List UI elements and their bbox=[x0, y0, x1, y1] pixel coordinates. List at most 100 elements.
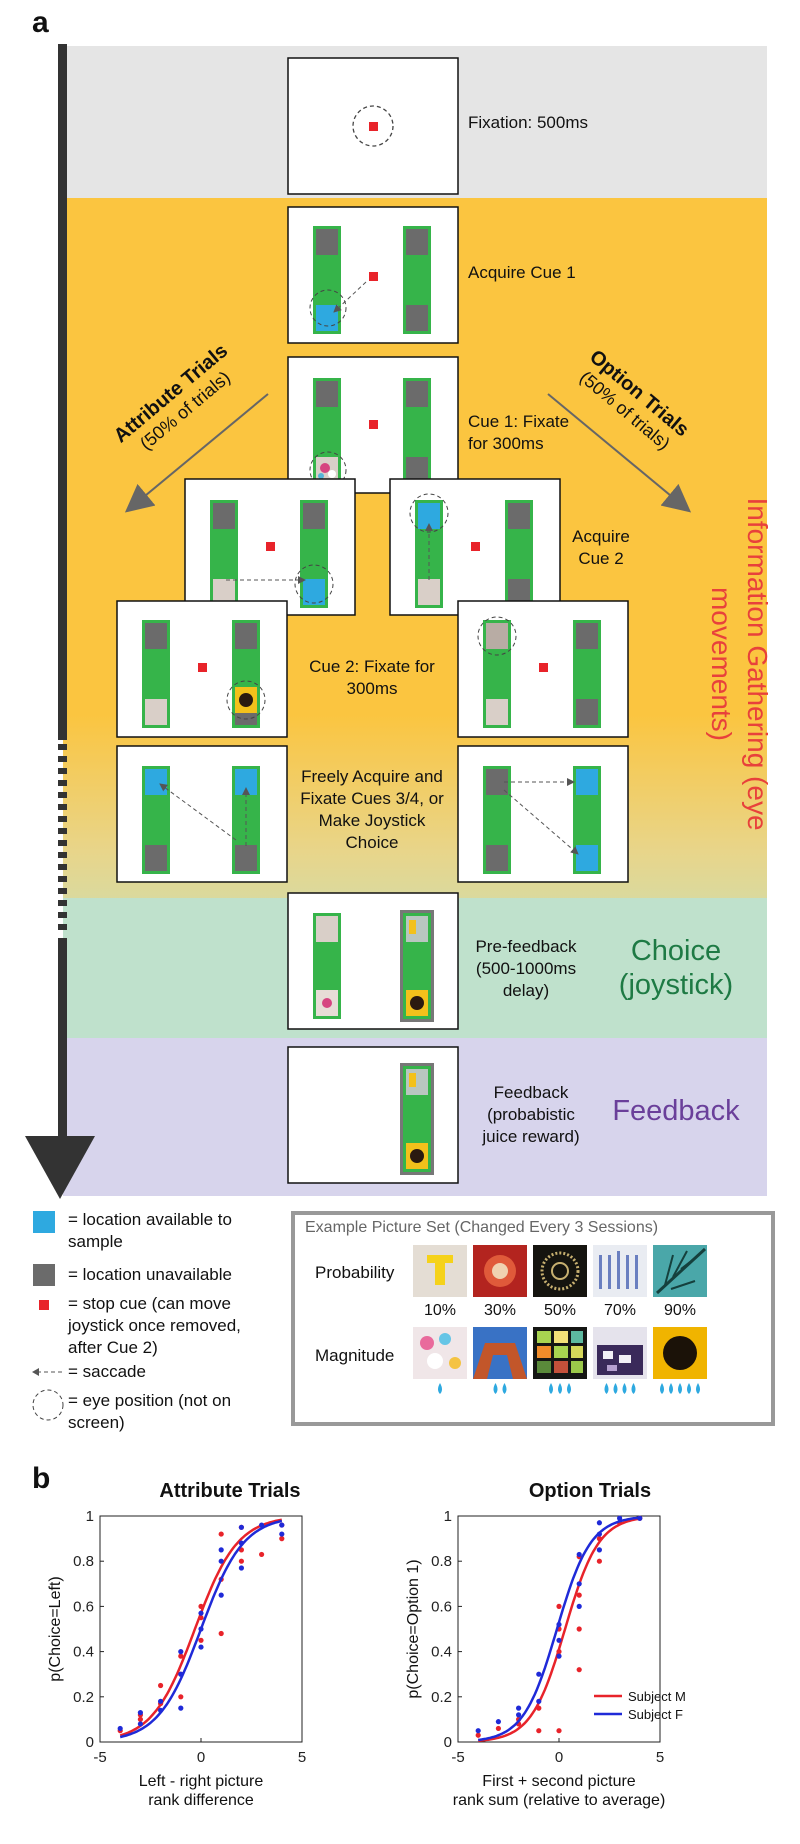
data-point bbox=[516, 1705, 522, 1711]
cue2-label: Cue 2: Fixate for 300ms bbox=[309, 657, 435, 698]
data-point bbox=[475, 1728, 481, 1734]
legend: = location available to sample = locatio… bbox=[30, 1207, 285, 1447]
drop-icon bbox=[613, 1383, 618, 1394]
data-point bbox=[576, 1626, 582, 1632]
data-point bbox=[178, 1705, 184, 1711]
y-tick-label: 0.6 bbox=[431, 1598, 452, 1615]
attr-free-screen bbox=[116, 745, 288, 883]
prob-50: 50% bbox=[543, 1302, 577, 1319]
y-tick-label: 0 bbox=[444, 1734, 452, 1751]
data-point bbox=[596, 1536, 602, 1542]
data-point bbox=[218, 1592, 224, 1598]
data-point bbox=[596, 1520, 602, 1526]
choice-phase-label: Choice (joystick) bbox=[618, 935, 734, 1001]
data-point bbox=[279, 1536, 285, 1542]
probability-label: Probability bbox=[315, 1263, 395, 1282]
y-tick-label: 1 bbox=[86, 1508, 94, 1525]
data-point bbox=[218, 1558, 224, 1564]
x-tick-label: -5 bbox=[451, 1749, 464, 1766]
cue1-label: Cue 1: Fixate for 300ms bbox=[468, 412, 570, 453]
data-point bbox=[178, 1671, 184, 1677]
drop-icon bbox=[678, 1383, 682, 1394]
opt-free-screen bbox=[457, 745, 629, 883]
y-tick-label: 0.2 bbox=[73, 1689, 94, 1706]
picture-set-title: Example Picture Set (Changed Every 3 Ses… bbox=[305, 1219, 659, 1236]
prob-90: 90% bbox=[663, 1302, 697, 1319]
prefeedback-screen bbox=[287, 892, 459, 1030]
data-point bbox=[137, 1721, 143, 1727]
drop-icon bbox=[493, 1383, 498, 1394]
data-point bbox=[238, 1565, 244, 1571]
feedback-phase-label: Feedback bbox=[612, 1095, 740, 1127]
drop-icon bbox=[622, 1383, 627, 1394]
y-tick-label: 0.6 bbox=[73, 1598, 94, 1615]
opt-cue2-screen bbox=[457, 600, 629, 738]
data-point bbox=[158, 1682, 164, 1689]
drop-icon bbox=[669, 1383, 673, 1394]
data-point bbox=[137, 1710, 143, 1716]
feedback-screen bbox=[287, 1046, 459, 1184]
data-point bbox=[596, 1558, 602, 1564]
legend-entry: Subject F bbox=[628, 1707, 683, 1722]
legend-eye-position: = eye position (not on screen) bbox=[68, 1391, 232, 1432]
data-point bbox=[556, 1728, 562, 1734]
prob-70: 70% bbox=[603, 1302, 637, 1319]
cue1-screen bbox=[287, 356, 459, 494]
data-point bbox=[198, 1637, 204, 1643]
data-point bbox=[218, 1547, 224, 1553]
data-point bbox=[495, 1725, 501, 1732]
feedback-label: Feedback (probabistic juice reward) bbox=[482, 1083, 580, 1146]
data-point bbox=[178, 1694, 184, 1700]
data-point bbox=[536, 1705, 542, 1711]
drop-icon bbox=[567, 1383, 571, 1394]
data-point bbox=[238, 1540, 244, 1546]
info-gathering-label: Information Gathering (eye movements) bbox=[695, 454, 775, 874]
data-point bbox=[556, 1603, 562, 1609]
data-point bbox=[556, 1649, 562, 1655]
drop-icon bbox=[687, 1383, 691, 1394]
legend-unavailable: = location unavailable bbox=[68, 1265, 232, 1284]
data-point bbox=[238, 1558, 244, 1564]
acquire-cue2-label: Acquire Cue 2 bbox=[572, 527, 630, 568]
legend-stop-cue: = stop cue (can move joystick once remov… bbox=[68, 1294, 241, 1357]
data-point bbox=[178, 1653, 184, 1659]
acquire-cue1-screen bbox=[287, 206, 459, 344]
legend-entry: Subject M bbox=[628, 1689, 686, 1704]
picture-thumbnails bbox=[413, 1245, 707, 1379]
drop-icon bbox=[696, 1383, 700, 1394]
drop-icon bbox=[558, 1383, 562, 1394]
data-point bbox=[576, 1581, 582, 1587]
data-point bbox=[475, 1732, 481, 1738]
data-point bbox=[238, 1524, 244, 1530]
x-tick-label: -5 bbox=[93, 1749, 106, 1766]
data-point bbox=[158, 1707, 164, 1713]
data-point bbox=[576, 1603, 582, 1609]
panel-letter-b: b bbox=[32, 1462, 51, 1495]
data-point bbox=[259, 1551, 265, 1558]
magnitude-label: Magnitude bbox=[315, 1346, 395, 1365]
y-axis-label: p(Choice=Option 1) bbox=[405, 1559, 422, 1698]
drop-icon bbox=[549, 1383, 553, 1394]
drop-icon bbox=[631, 1383, 636, 1394]
y-tick-label: 0.4 bbox=[431, 1644, 452, 1661]
data-point bbox=[556, 1637, 562, 1643]
data-point bbox=[596, 1531, 602, 1537]
data-point bbox=[117, 1725, 123, 1732]
data-point bbox=[198, 1615, 204, 1621]
data-point bbox=[137, 1716, 143, 1722]
data-point bbox=[556, 1653, 562, 1659]
fixation-label: Fixation: 500ms bbox=[468, 113, 588, 132]
info-gathering-text: Information Gathering (eye movements) bbox=[706, 497, 773, 831]
data-point bbox=[495, 1719, 501, 1725]
data-point bbox=[516, 1712, 522, 1718]
acquire-cue1-label: Acquire Cue 1 bbox=[468, 263, 576, 282]
dashed-arrow-icon bbox=[32, 1368, 62, 1376]
x-tick-label: 5 bbox=[656, 1749, 664, 1766]
data-point bbox=[576, 1667, 582, 1673]
panel-letter-a: a bbox=[32, 6, 49, 39]
data-point bbox=[198, 1644, 204, 1650]
y-tick-label: 0.8 bbox=[73, 1553, 94, 1570]
prob-10: 10% bbox=[423, 1302, 457, 1319]
